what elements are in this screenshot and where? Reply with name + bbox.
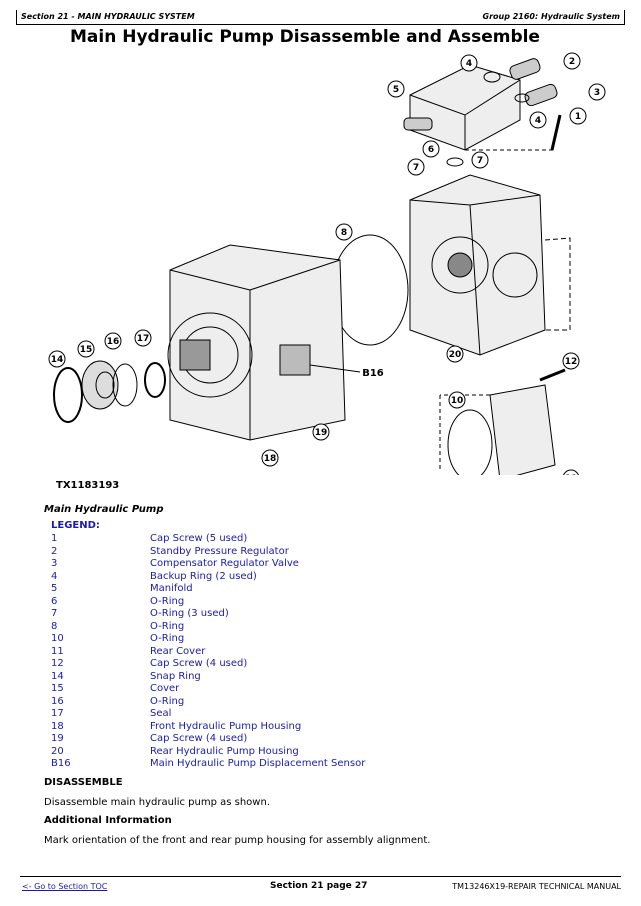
legend-description: Seal — [150, 708, 172, 719]
manual-id: TM13246X19-REPAIR TECHNICAL MANUAL — [452, 882, 621, 891]
svg-text:17: 17 — [137, 334, 150, 344]
legend-description: O-Ring — [150, 595, 185, 607]
legend-number: 2 — [51, 545, 58, 557]
svg-text:2: 2 — [569, 57, 575, 67]
legend-description: Rear Hydraulic Pump Housing — [150, 745, 299, 757]
legend-number: 5 — [51, 583, 58, 594]
legend-number: 4 — [51, 570, 58, 582]
legend-item: 12 Cap Screw (4 used) — [51, 658, 451, 671]
legend-description: O-Ring — [150, 695, 185, 707]
legend-item: 2 Standby Pressure Regulator — [51, 546, 451, 559]
svg-text:8: 8 — [341, 228, 347, 238]
legend-item: 7 O-Ring (3 used) — [51, 608, 451, 621]
legend-number: 1 — [51, 533, 58, 544]
legend-description: Rear Cover — [150, 645, 206, 657]
legend-description: Standby Pressure Regulator — [150, 545, 289, 557]
legend-description: Manifold — [150, 583, 193, 594]
legend-number: 15 — [51, 683, 64, 694]
legend-number: 14 — [51, 670, 64, 682]
legend-item: 8 O-Ring — [51, 621, 451, 634]
legend-item: 11 Rear Cover — [51, 646, 451, 659]
legend-item: B16 Main Hydraulic Pump Displacement Sens… — [51, 758, 451, 771]
legend-description: Front Hydraulic Pump Housing — [150, 720, 302, 732]
page-title: Main Hydraulic Pump Disassemble and Asse… — [70, 27, 540, 47]
legend-number: 19 — [51, 733, 64, 744]
svg-text:18: 18 — [264, 454, 277, 464]
legend-description: Compensator Regulator Valve — [150, 558, 299, 569]
legend-description: Backup Ring (2 used) — [150, 570, 257, 582]
figure-id: TX1183193 — [56, 480, 120, 491]
legend-item: 4 Backup Ring (2 used) — [51, 571, 451, 584]
legend-description: Cover — [150, 683, 180, 694]
legend-number: 18 — [51, 720, 64, 732]
figure-caption: Main Hydraulic Pump — [44, 504, 164, 515]
section-label: Section 21 - MAIN HYDRAULIC SYSTEM — [21, 12, 195, 21]
legend-description: O-Ring — [150, 633, 185, 644]
svg-text:7: 7 — [477, 156, 483, 166]
group-label: Group 2160: Hydraulic System — [482, 12, 620, 21]
legend-description: Snap Ring — [150, 670, 201, 682]
legend-description: Main Hydraulic Pump Displacement Sensor — [150, 758, 366, 769]
page-footer: <- Go to Section TOC Section 21 page 27 … — [20, 876, 621, 891]
svg-text:16: 16 — [107, 337, 120, 347]
svg-text:4: 4 — [466, 59, 472, 69]
svg-text:10: 10 — [451, 396, 464, 406]
legend-number: 8 — [51, 620, 58, 632]
svg-text:11: 11 — [565, 474, 578, 475]
legend-item: 20 Rear Hydraulic Pump Housing — [51, 746, 451, 759]
disassemble-text: Disassemble main hydraulic pump as shown… — [44, 797, 270, 808]
legend-item: 6 O-Ring — [51, 596, 451, 609]
legend: LEGEND: 1 Cap Screw (5 used) 2 Standby Pres… — [51, 520, 451, 771]
additional-info-heading: Additional Information — [44, 815, 172, 826]
svg-text:4: 4 — [535, 116, 541, 126]
legend-number: 20 — [51, 745, 64, 757]
legend-description: O-Ring (3 used) — [150, 608, 229, 619]
svg-text:6: 6 — [428, 145, 434, 155]
svg-text:5: 5 — [393, 85, 399, 95]
svg-text:B16: B16 — [362, 368, 384, 379]
legend-number: 3 — [51, 558, 58, 569]
svg-text:20: 20 — [449, 350, 462, 360]
legend-item: 5 Manifold — [51, 583, 451, 596]
exploded-pump-illustration: 1 2 3 4 4 5 6 7 7 8 20 12 10 11 14 15 16… — [48, 52, 606, 475]
svg-text:15: 15 — [80, 345, 93, 355]
svg-text:12: 12 — [565, 357, 578, 367]
legend-description: Cap Screw (4 used) — [150, 733, 248, 744]
section-toc-link[interactable]: <- Go to Section TOC — [22, 882, 108, 891]
legend-heading: LEGEND: — [51, 520, 100, 531]
legend-number: 16 — [51, 695, 64, 707]
legend-item: 15 Cover — [51, 683, 451, 696]
legend-item: 19 Cap Screw (4 used) — [51, 733, 451, 746]
page-number: Section 21 page 27 — [270, 881, 368, 891]
legend-description: Cap Screw (4 used) — [150, 658, 248, 669]
page-header: Section 21 - MAIN HYDRAULIC SYSTEM Group… — [16, 10, 625, 25]
disassemble-heading: DISASSEMBLE — [44, 777, 123, 788]
legend-item: 17 Seal — [51, 708, 451, 721]
legend-item: 14 Snap Ring — [51, 671, 451, 684]
legend-item: 3 Compensator Regulator Valve — [51, 558, 451, 571]
callout-circles: 1 2 3 4 4 5 6 7 7 8 20 12 10 11 14 15 16… — [48, 52, 606, 475]
legend-number: 17 — [51, 708, 64, 719]
svg-text:7: 7 — [413, 163, 419, 173]
legend-item: 16 O-Ring — [51, 696, 451, 709]
legend-number: 6 — [51, 595, 58, 607]
legend-item: 10 O-Ring — [51, 633, 451, 646]
legend-number: B16 — [51, 758, 71, 769]
svg-text:3: 3 — [594, 88, 600, 98]
legend-item: 18 Front Hydraulic Pump Housing — [51, 721, 451, 734]
legend-number: 12 — [51, 658, 64, 669]
additional-info-text: Mark orientation of the front and rear p… — [44, 835, 431, 846]
svg-text:19: 19 — [315, 428, 328, 438]
svg-text:14: 14 — [51, 355, 64, 365]
legend-number: 11 — [51, 645, 64, 657]
legend-number: 7 — [51, 608, 58, 619]
legend-item: 1 Cap Screw (5 used) — [51, 533, 451, 546]
legend-description: Cap Screw (5 used) — [150, 533, 248, 544]
legend-description: O-Ring — [150, 620, 185, 632]
svg-text:1: 1 — [575, 112, 581, 122]
legend-number: 10 — [51, 633, 64, 644]
